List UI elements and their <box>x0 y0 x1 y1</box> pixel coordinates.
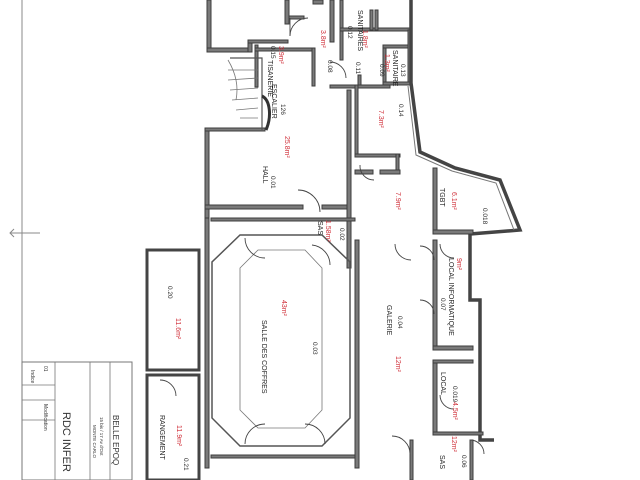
code-015: 0.15 <box>269 46 276 59</box>
area-local: 4.5m² <box>451 402 458 421</box>
room-name-hall: HALL <box>261 166 268 184</box>
area-tisanerie: 3.9m² <box>277 46 284 65</box>
code-007: 0.07 <box>439 298 446 311</box>
area-hall: 25.8m² <box>283 136 290 158</box>
room-name-local: LOCAL <box>439 372 446 395</box>
coffres-inner <box>239 249 323 429</box>
code-002: 0.02 <box>338 228 345 241</box>
tb-address: 15 bis / 17 Av d'Ost <box>99 417 104 456</box>
code-011: 0.11 <box>354 62 361 75</box>
staircase <box>227 57 271 131</box>
exterior-wall-east <box>409 0 523 442</box>
code-014: 0.14 <box>397 104 404 117</box>
code-004: 0.04 <box>396 316 403 329</box>
title-block: Indice 01 Modification RDC INFER BELLE E… <box>21 361 133 480</box>
code-012: 0.12 <box>346 26 353 39</box>
code-018: 0.018 <box>481 208 488 225</box>
code-008: 0.08 <box>326 60 333 73</box>
room-name-tisanerie: TISANERIE <box>266 60 273 97</box>
area-coffres: 43m² <box>280 300 287 317</box>
area-galerie-top: 7.9m² <box>394 192 401 211</box>
area-galerie-bottom: 12m² <box>394 356 401 373</box>
doors <box>159 17 485 455</box>
room-name-sanitaires: SANITAIRES <box>356 10 363 51</box>
tb-modification: Modification <box>42 404 48 431</box>
code-126: 126 <box>279 104 286 115</box>
area-rangement: 11.9m² <box>175 425 182 447</box>
exterior-wall-east-inner <box>407 85 515 231</box>
code-020: 0.20 <box>166 286 173 299</box>
tb-indice-label: Indice <box>29 370 35 384</box>
room-name-coffres: SALLE DES COFFRES <box>260 320 267 394</box>
margin-arrow-head <box>9 228 15 238</box>
room-name-rangement: RANGEMENT <box>158 415 165 460</box>
room-name-galerie: GALERIE <box>385 305 392 336</box>
coffres-outline <box>211 234 351 447</box>
area-rangement-top: 11.6m² <box>174 318 181 340</box>
code-019: 0.019 <box>451 386 458 403</box>
main-walls <box>204 84 484 480</box>
room-name-sanitaire: SANITAIRE <box>391 50 398 87</box>
tb-company: BELLE EPOQ <box>111 415 120 465</box>
code-006: 0.06 <box>460 455 467 468</box>
area-sas-bottom: 12m² <box>450 436 457 453</box>
room-name-local-info: LOCAL INFORMATIQUE <box>447 258 454 336</box>
room-name-tgbt: TGBT <box>438 188 445 207</box>
code-009: 0.09 <box>378 64 385 77</box>
room-name-escalier: ESCALIER <box>270 84 277 119</box>
area-upper-right: 7.3m² <box>377 110 384 129</box>
area-sanitaire: 1.3m² <box>383 54 390 73</box>
area-sanitaires: 1.8m² <box>361 30 368 49</box>
code-001: 0.01 <box>269 176 276 189</box>
code-013: 0.13 <box>399 64 406 77</box>
code-003: 0.03 <box>311 342 318 355</box>
area-corridor: 3.8m² <box>319 30 326 49</box>
tb-city: MONTE CARLO <box>92 425 97 459</box>
tb-indice: 01 <box>42 366 48 372</box>
code-021: 0.21 <box>182 458 189 471</box>
area-tgbt: 6.1m² <box>450 192 457 211</box>
area-sas: 1.58m² <box>324 220 331 242</box>
room-name-sas-1: SAS <box>316 221 323 235</box>
area-local-info: 9m² <box>455 258 462 271</box>
tb-drawing: RDC INFER <box>60 412 72 472</box>
room-name-sas-2: SAS <box>438 455 445 469</box>
rangement-walls <box>145 248 201 480</box>
